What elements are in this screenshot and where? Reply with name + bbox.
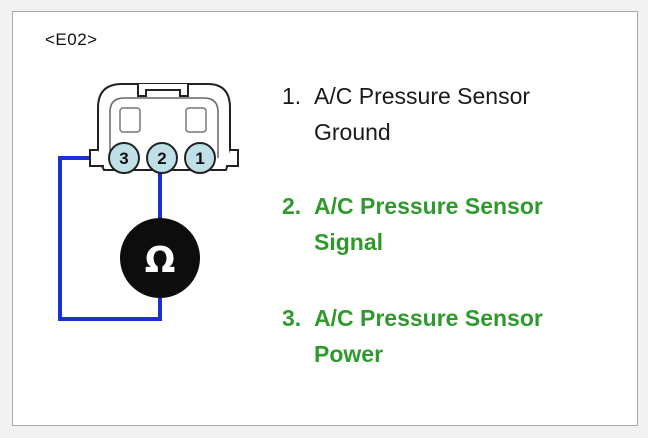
pin-2: 2 xyxy=(146,142,178,174)
wiring xyxy=(58,156,162,321)
pin-1-label: 1 xyxy=(195,149,204,168)
diagram-frame xyxy=(12,11,638,426)
pin-2-circle xyxy=(146,142,178,174)
connector-side-ear-left xyxy=(89,149,104,167)
ohm-symbol: Ω xyxy=(145,240,176,281)
connector-rib-left xyxy=(119,107,141,133)
legend-number: 1. xyxy=(282,83,302,109)
legend-text-line1: A/C Pressure Sensor xyxy=(314,305,543,331)
connector-rib-right xyxy=(185,107,207,133)
legend-text-line2: Ground xyxy=(314,119,391,145)
pin-2-label: 2 xyxy=(157,149,166,168)
connector-side-ear-right xyxy=(226,149,239,167)
ohmmeter-body xyxy=(120,218,200,298)
pin-3: 3 xyxy=(108,142,140,174)
connector-id-label: <E02> xyxy=(45,30,98,49)
connector-inner-outline xyxy=(109,97,219,158)
legend-number: 2. xyxy=(282,193,302,219)
ohmmeter-icon: Ω xyxy=(120,218,200,298)
connector-lock-tab xyxy=(137,84,189,97)
wire-pin3-to-meter xyxy=(58,156,162,321)
pin-1-circle xyxy=(184,142,216,174)
legend-text-line1: A/C Pressure Sensor xyxy=(314,193,543,219)
pin-1: 1 xyxy=(184,142,216,174)
legend-text-line2: Signal xyxy=(314,229,384,255)
pin-3-label: 3 xyxy=(119,149,128,168)
legend-number: 3. xyxy=(282,305,302,331)
legend-text-line1: A/C Pressure Sensor xyxy=(314,83,531,109)
legend-text-line2: Power xyxy=(314,341,384,367)
pin-3-circle xyxy=(108,142,140,174)
